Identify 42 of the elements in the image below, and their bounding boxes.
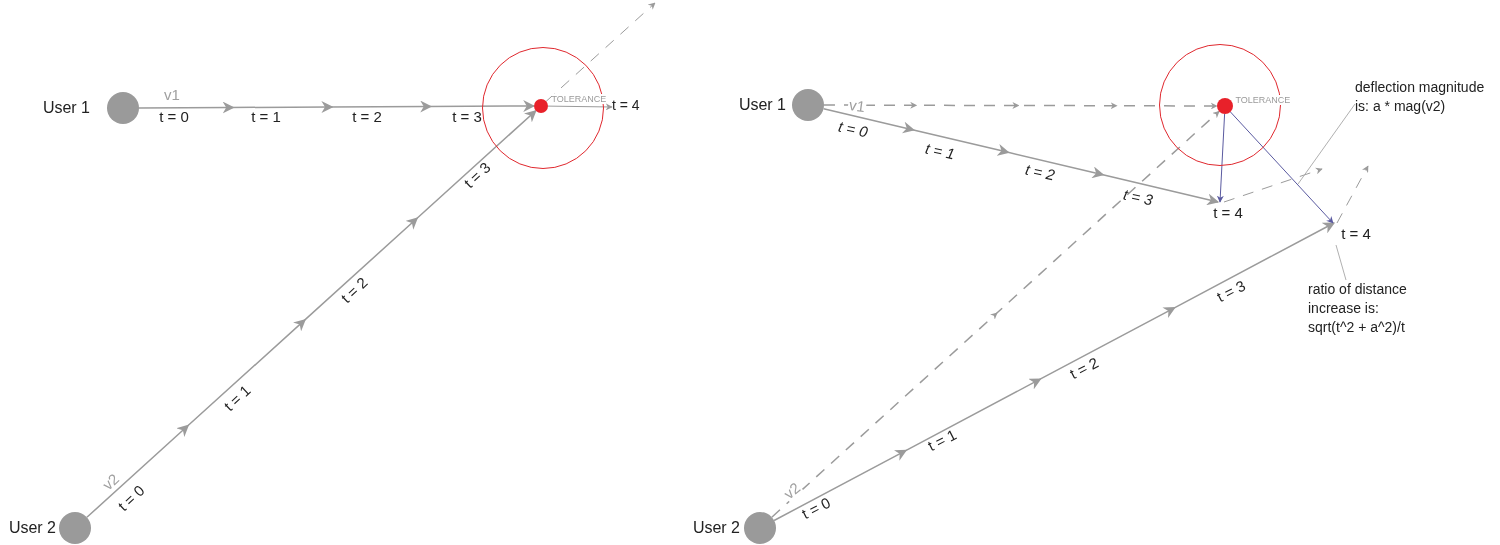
- time-label: t = 2: [1066, 353, 1102, 383]
- user-label: User 1: [738, 95, 786, 115]
- time-label: t = 1: [924, 425, 960, 455]
- trajectory-arrow: [771, 110, 1220, 518]
- leader-line: [1335, 244, 1347, 281]
- leader-line: [1297, 103, 1356, 185]
- time-label: t = 1: [923, 139, 957, 163]
- user-label: User 2: [8, 518, 56, 538]
- trajectory-arrow: [1336, 165, 1369, 224]
- trajectory-arrow: [138, 100, 535, 114]
- collision-point: [533, 98, 548, 113]
- annotation-text: ratio of distance increase is: sqrt(t^2 + a^2)/t: [1308, 280, 1408, 337]
- trajectory-arrow: [545, 2, 656, 102]
- time-label: t = 2: [352, 107, 382, 125]
- user-label: User 2: [692, 518, 740, 538]
- tolerance-label: TOLERANCE: [551, 93, 607, 104]
- time-label: t = 4: [1212, 203, 1244, 223]
- deflection-arrow: [1216, 113, 1226, 203]
- annotation-text: deflection magnitude is: a * mag(v2): [1355, 78, 1486, 116]
- time-label: t = 4: [612, 96, 641, 115]
- time-label: t = 4: [1340, 224, 1372, 244]
- velocity-label: v1: [163, 87, 181, 103]
- collision-point: [1216, 97, 1233, 114]
- time-label: t = 3: [1121, 185, 1155, 209]
- user-label: User 1: [42, 98, 90, 118]
- trajectory-arrow: [773, 222, 1335, 522]
- trajectory-arrow: [86, 109, 537, 519]
- time-label: t = 3: [1213, 276, 1249, 306]
- trajectory-arrow: [1223, 167, 1323, 203]
- time-label: t = 2: [1023, 160, 1057, 184]
- time-label: t = 3: [452, 107, 482, 125]
- time-label: t = 0: [159, 107, 189, 125]
- tolerance-label: TOLERANCE: [1235, 94, 1291, 105]
- time-label: t = 2: [337, 273, 371, 307]
- trajectory-arrow: [822, 107, 1219, 205]
- time-label: t = 0: [836, 117, 870, 141]
- time-label: t = 1: [251, 107, 281, 125]
- time-label: t = 3: [460, 158, 494, 192]
- time-label: t = 1: [220, 381, 254, 415]
- trajectory-arrow: [823, 102, 1218, 109]
- trajectory-arrow: [547, 103, 613, 111]
- deflection-arrow: [1229, 111, 1334, 224]
